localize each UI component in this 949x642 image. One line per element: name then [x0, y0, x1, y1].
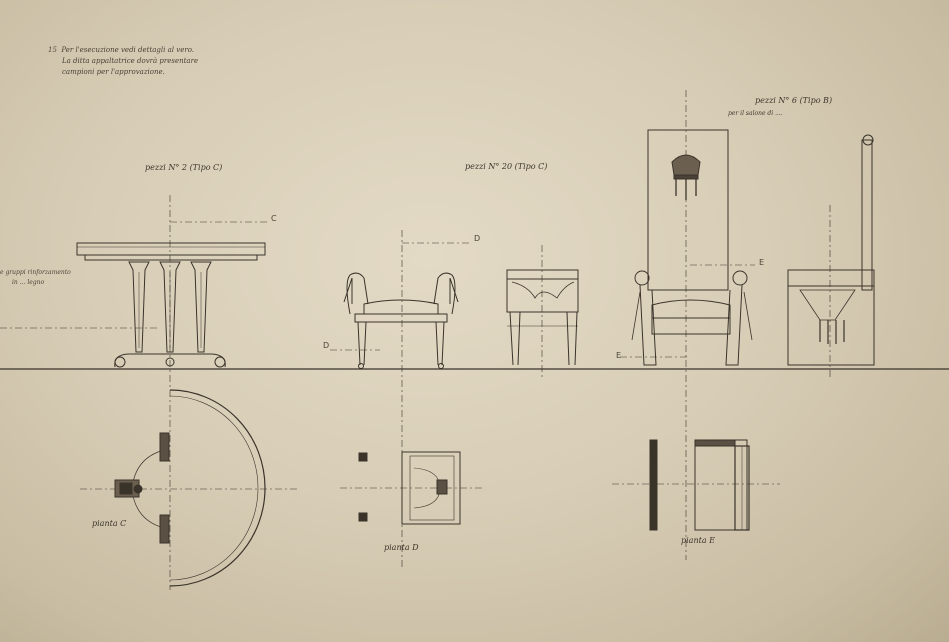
- ref-c: C: [271, 214, 277, 223]
- throne-side-elevation: [787, 134, 875, 366]
- plan-e-label: pianta E: [681, 536, 715, 545]
- note-line-2: La ditta appaltatrice dovrà presentare: [62, 57, 199, 65]
- bench-plan: [358, 451, 461, 525]
- plan-c-label: pianta C: [92, 519, 127, 528]
- table-group-label: pezzi N° 2 (Tipo C): [145, 163, 223, 172]
- axis-lines: [0, 90, 831, 590]
- side-note-line-1: e gruppi rinforzamento: [0, 269, 71, 276]
- ref-e-top: E: [759, 258, 765, 267]
- throne-front-elevation: [631, 129, 753, 366]
- note-line-1: Per l'esecuzione vedi dettagli al vero.: [61, 46, 195, 54]
- ref-d-top: D: [474, 234, 481, 243]
- note-number: 15: [48, 46, 57, 54]
- ref-d-left: D: [323, 341, 330, 350]
- side-note: e gruppi rinforzamento in ... legno: [0, 268, 71, 288]
- bench-group-label: pezzi N° 20 (Tipo C): [465, 162, 548, 171]
- plan-d-label: pianta D: [384, 543, 419, 552]
- table-plan: [114, 389, 266, 587]
- note-line-3: campioni per l'approvazione.: [62, 68, 165, 76]
- execution-note: 15 Per l'esecuzione vedi dettagli al ver…: [48, 45, 198, 78]
- bench-front-elevation: [343, 272, 459, 369]
- bench-side-elevation: [506, 269, 579, 366]
- ref-e-left: E: [616, 351, 622, 360]
- side-note-line-2: in ... legno: [12, 279, 45, 286]
- throne-plan: [649, 439, 750, 531]
- throne-group-label: pezzi N° 6 (Tipo B): [755, 96, 833, 105]
- table-elevation: [76, 242, 266, 368]
- throne-group-sublabel: per il salone di ....: [728, 110, 783, 117]
